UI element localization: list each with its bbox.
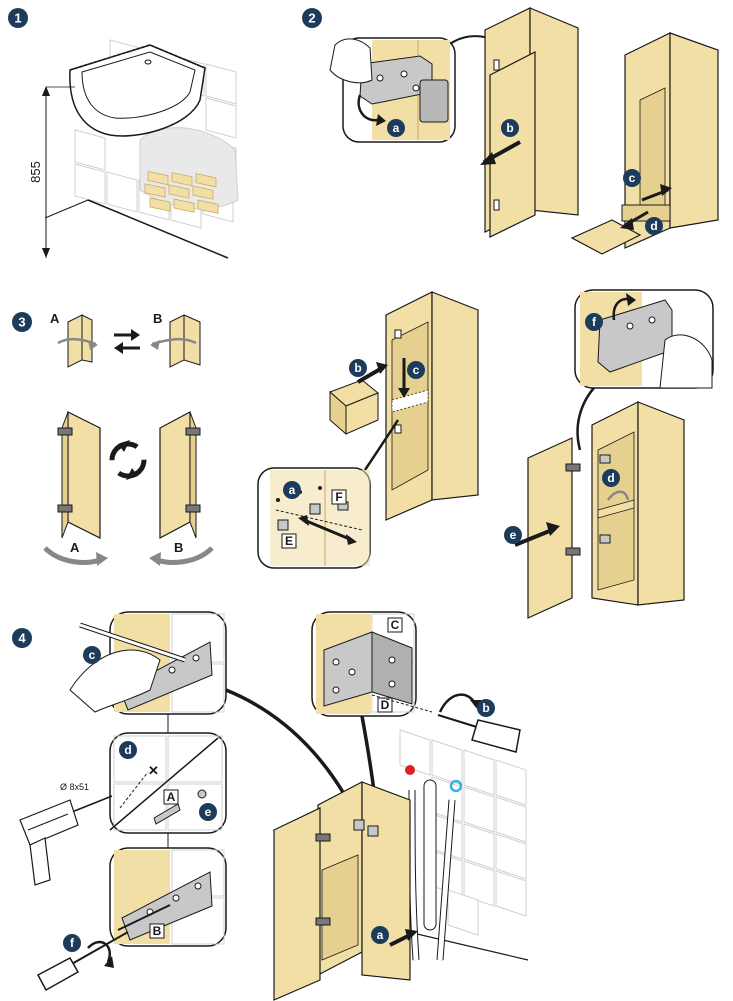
bracket-callout: C D bbox=[311, 611, 417, 717]
cabinet-with-door: b bbox=[480, 7, 579, 238]
step-2-label-c-text: c bbox=[629, 171, 636, 185]
drill-callout: ✕ d e A bbox=[109, 732, 227, 834]
drill-icon bbox=[19, 795, 113, 886]
door-left-A bbox=[57, 411, 101, 539]
step-4-label-c-text: c bbox=[89, 648, 96, 662]
bathroom-wall bbox=[399, 729, 527, 936]
step-1-badge bbox=[8, 8, 28, 28]
step-3-label-a bbox=[283, 481, 301, 499]
cabinet-shelf-insert: b c bbox=[329, 291, 479, 521]
step-3-label-c bbox=[407, 361, 425, 379]
part-D-label: D bbox=[381, 698, 390, 712]
part-A-label: A bbox=[167, 790, 176, 804]
step-4-label-a bbox=[371, 926, 389, 944]
hinge-clip-callout: f bbox=[574, 289, 714, 451]
step-3-label-f bbox=[585, 313, 603, 331]
step-4-badge bbox=[12, 628, 32, 648]
step-3-label-c-text: c bbox=[413, 363, 420, 377]
rotate-icon bbox=[109, 440, 147, 480]
step-3-label-f-text: f bbox=[592, 315, 597, 329]
door-right-B bbox=[159, 411, 201, 539]
part-C-label: C bbox=[391, 618, 400, 632]
step-4-label-e-text: e bbox=[205, 805, 212, 819]
step-2-panel: 2 a bbox=[302, 7, 719, 255]
drill-bit-size: Ø 8x51 bbox=[60, 782, 89, 792]
step-4-label-b-text: b bbox=[482, 701, 489, 715]
step-2-label-c bbox=[623, 169, 641, 187]
screwdriver-icon-f: f bbox=[36, 931, 129, 992]
cabinet-final: a bbox=[273, 781, 418, 1001]
hinge-variant-A-label: A bbox=[50, 311, 60, 326]
step-3-label-d bbox=[602, 469, 620, 487]
hinge-variant-B bbox=[150, 314, 201, 368]
height-dimension: 855 bbox=[28, 86, 75, 258]
step-4-panel: 4 c bbox=[12, 611, 529, 1001]
step-3-panel: 3 A B bbox=[12, 289, 714, 619]
step-4-label-a-text: a bbox=[377, 928, 384, 942]
step-2-label-a bbox=[387, 119, 405, 137]
step-2-number: 2 bbox=[308, 11, 315, 26]
hinge-variant-A bbox=[57, 314, 98, 368]
cabinet-door-rehung: d e bbox=[504, 401, 685, 619]
screwdriver-icon-b: b bbox=[371, 693, 521, 753]
wall-bricks bbox=[139, 127, 239, 214]
door-B-label: B bbox=[174, 540, 183, 555]
step-2-badge bbox=[302, 8, 322, 28]
step-1-number: 1 bbox=[14, 11, 21, 26]
step-4-label-c bbox=[83, 646, 101, 664]
water-pipes bbox=[405, 765, 463, 961]
step-3-label-b-text: b bbox=[354, 361, 361, 375]
step-2-label-b-text: b bbox=[506, 121, 513, 135]
cabinet-no-door: c d bbox=[570, 32, 719, 255]
swap-arrows-icon bbox=[114, 329, 140, 354]
step-3-label-d-text: d bbox=[607, 471, 614, 485]
step-4-label-f-text: f bbox=[70, 936, 75, 950]
mark-wall-callout: c bbox=[69, 611, 227, 715]
step-4-label-d bbox=[119, 741, 137, 759]
screw-fix-callout: B bbox=[109, 847, 227, 947]
step-2-label-b bbox=[501, 119, 519, 137]
part-B-label: B bbox=[153, 924, 162, 938]
hot-valve-icon bbox=[405, 765, 415, 775]
step-3-badge bbox=[12, 312, 32, 332]
step-4-label-d-text: d bbox=[124, 743, 131, 757]
step-4-number: 4 bbox=[18, 631, 26, 646]
shelf-support-callout: a E F bbox=[257, 419, 400, 569]
step-3-label-a-text: a bbox=[289, 483, 296, 497]
step-2-label-a-text: a bbox=[393, 121, 400, 135]
swing-arrows bbox=[43, 546, 214, 566]
drill-mark-icon: ✕ bbox=[148, 763, 159, 778]
washbasin bbox=[69, 44, 206, 137]
height-dimension-label: 855 bbox=[28, 161, 43, 183]
hinge-variant-B-label: B bbox=[153, 311, 162, 326]
step-3-label-e-text: e bbox=[510, 528, 517, 542]
step-4-label-b bbox=[477, 699, 495, 717]
step-4-label-e bbox=[199, 803, 217, 821]
step-2-label-d bbox=[645, 217, 663, 235]
step-1-panel: 1 bbox=[8, 8, 239, 259]
part-F-label: F bbox=[335, 490, 342, 504]
step-2-label-d-text: d bbox=[650, 219, 657, 233]
cold-valve-icon bbox=[449, 779, 463, 793]
door-A-label: A bbox=[70, 540, 80, 555]
hinge-plate bbox=[359, 55, 449, 123]
part-E-label: E bbox=[285, 534, 293, 548]
step-3-label-b bbox=[349, 359, 367, 377]
step-3-number: 3 bbox=[18, 315, 25, 330]
step-3-label-e bbox=[504, 526, 522, 544]
step-4-label-f bbox=[63, 934, 81, 952]
